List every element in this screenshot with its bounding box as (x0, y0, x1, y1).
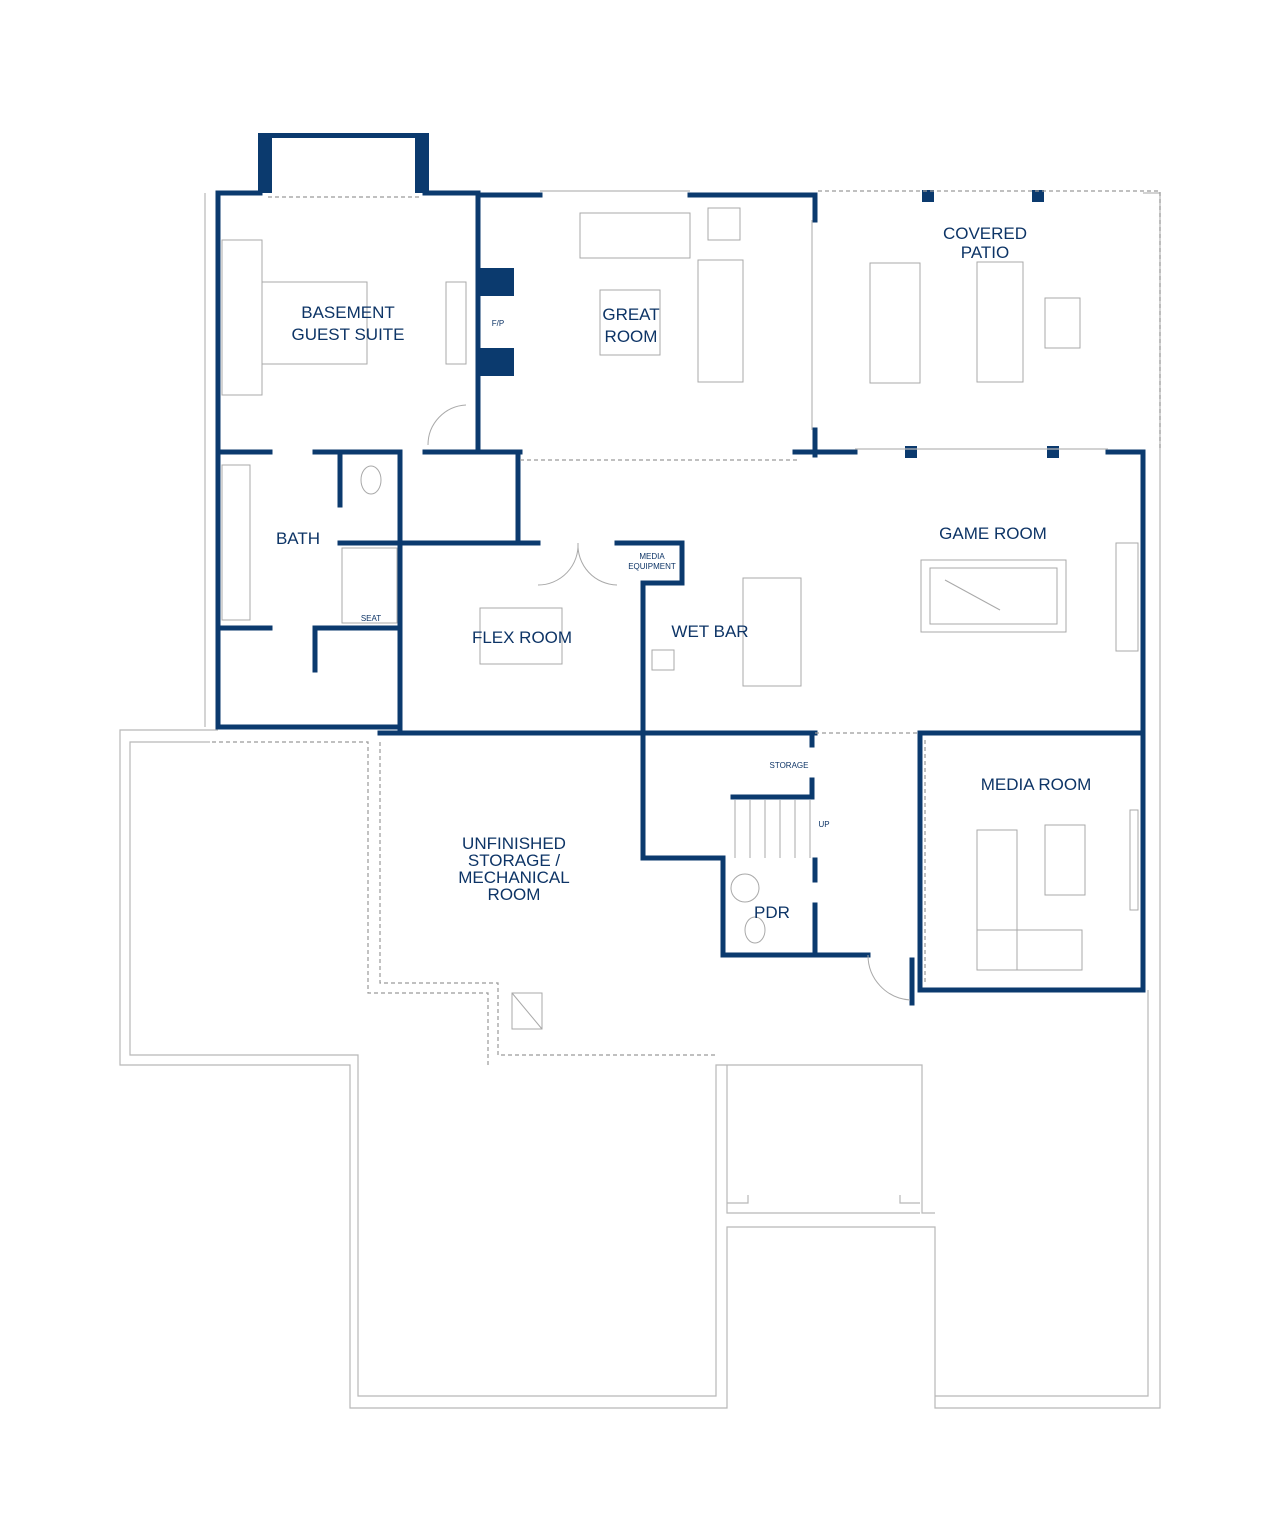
label-unfinished-3: MECHANICAL (458, 868, 569, 887)
dresser (445, 281, 467, 365)
toilet (360, 465, 382, 495)
pool-table (920, 559, 1067, 633)
bar-island (742, 577, 802, 687)
flex-table (479, 607, 563, 665)
dining-table (869, 262, 921, 384)
label-seat: SEAT (361, 614, 381, 623)
label-patio-1: COVERED (943, 224, 1027, 243)
bed (261, 281, 368, 365)
vanity (221, 464, 251, 621)
tv-console (1115, 542, 1139, 652)
label-unfinished-4: ROOM (488, 885, 541, 904)
label-media-room: MEDIA ROOM (981, 775, 1092, 794)
sofa-2 (697, 259, 744, 383)
label-wet-bar: WET BAR (671, 622, 748, 641)
label-bath: BATH (276, 529, 320, 548)
label-media-equipment-2: EQUIPMENT (628, 562, 676, 571)
door-swing (427, 404, 467, 446)
label-unfinished-2: STORAGE / (468, 851, 561, 870)
label-patio-2: PATIO (961, 243, 1010, 262)
stairs (734, 800, 811, 858)
room-labels: BASEMENT GUEST SUITE GREAT ROOM COVERED … (276, 224, 1091, 922)
label-pdr: PDR (754, 903, 790, 922)
label-storage: STORAGE (770, 761, 809, 770)
pdr-toilet (744, 916, 766, 944)
foundation-outline (119, 192, 1161, 1409)
patio-sofa (976, 261, 1024, 383)
ottoman (1044, 824, 1086, 896)
door-swing-2 (867, 954, 911, 1001)
label-flex-room: FLEX ROOM (472, 628, 572, 647)
flex-double-door (537, 542, 618, 586)
bed-headboard (221, 239, 263, 396)
label-guest-suite-2: GUEST SUITE (291, 325, 404, 344)
coffee-table (599, 289, 661, 356)
furniture (221, 207, 1139, 1001)
bar-sink (651, 649, 675, 671)
label-great-room-1: GREAT (602, 305, 659, 324)
label-stairs-up: UP (818, 820, 829, 829)
label-fireplace: F/P (492, 319, 504, 328)
label-game-room: GAME ROOM (939, 524, 1047, 543)
sofa (579, 212, 691, 259)
walls (215, 133, 1146, 1006)
label-great-room-2: ROOM (605, 327, 658, 346)
patio-and-windows (268, 190, 1161, 985)
sectional (976, 829, 1018, 971)
label-guest-suite-1: BASEMENT (301, 303, 395, 322)
label-unfinished-1: UNFINISHED (462, 834, 566, 853)
label-media-equipment-1: MEDIA (639, 552, 665, 561)
pdr-sink (730, 873, 760, 903)
shower (341, 547, 398, 624)
